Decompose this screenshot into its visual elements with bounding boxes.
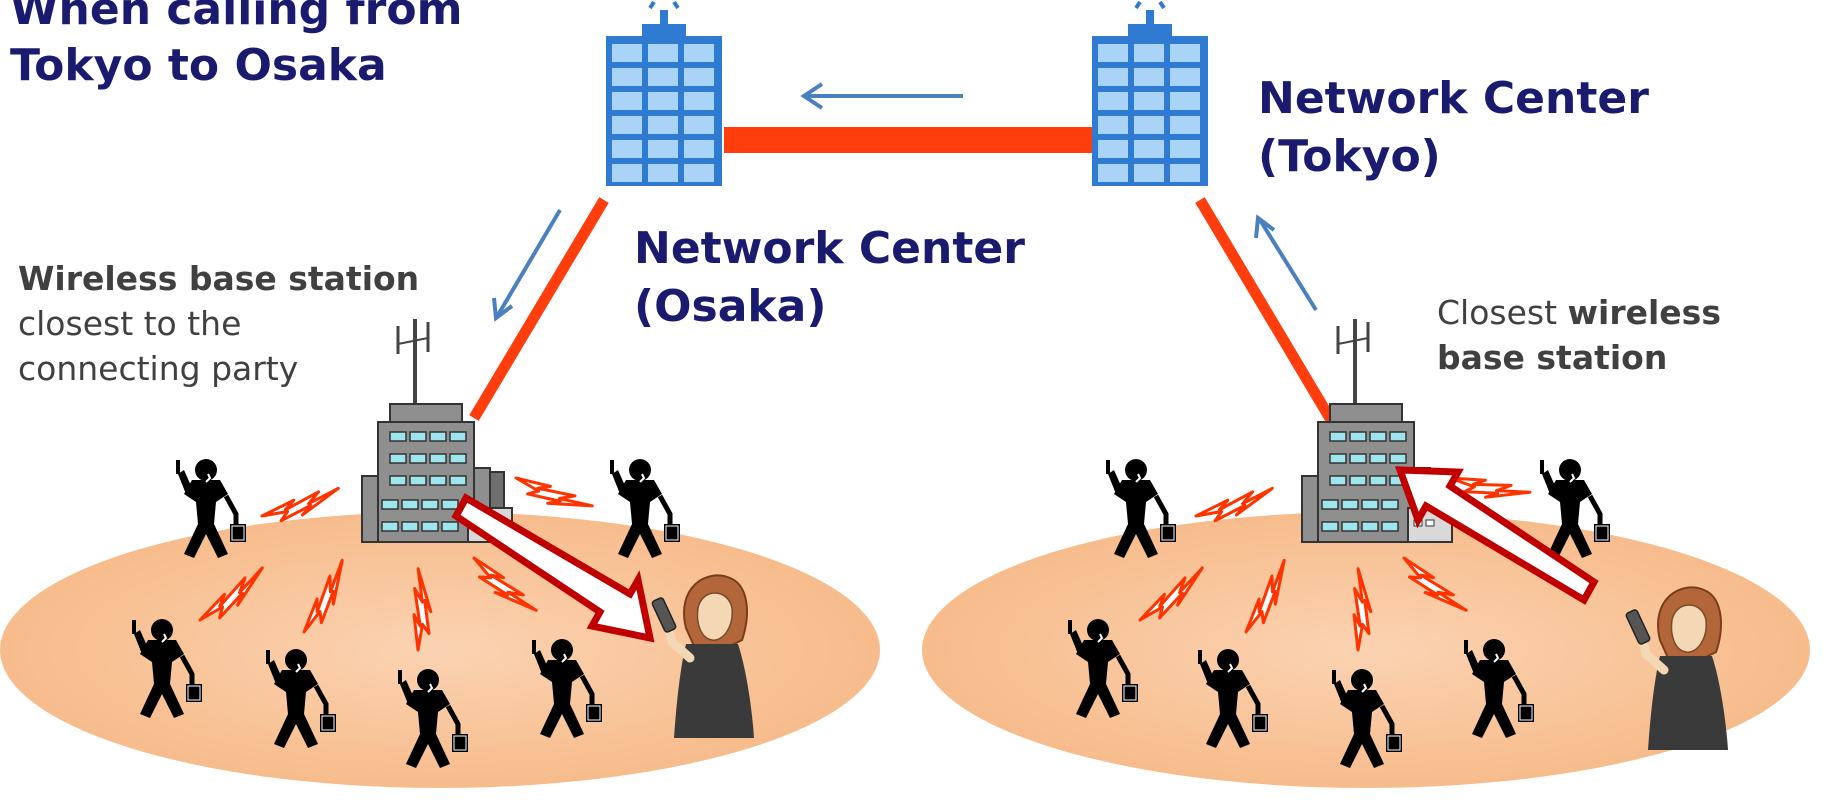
call-arrow-from-caller — [1394, 466, 1599, 605]
flow-arrow-to-osaka — [800, 82, 963, 110]
network-center-tokyo-icon — [1090, 0, 1210, 188]
caption-right-bold-2: base station — [1437, 338, 1668, 377]
caption-right-plain: Closest — [1437, 293, 1568, 332]
flow-arrow-up-from-base — [1254, 214, 1318, 312]
caption-left-line-3: connecting party — [18, 349, 299, 388]
call-arrow-to-receiver — [451, 493, 655, 643]
caption-right-bold-1: wireless — [1567, 293, 1721, 332]
nc-tokyo-line-1: Network Center — [1258, 73, 1649, 124]
caption-left-bold: Wireless base station — [18, 259, 420, 298]
ground-osaka — [0, 512, 880, 788]
nc-osaka-line-2: (Osaka) — [634, 281, 827, 332]
link-osaka-base — [469, 197, 609, 421]
network-center-osaka-label: Network Center (Osaka) — [634, 220, 1025, 336]
network-center-osaka-icon — [604, 0, 724, 188]
osaka-base-station-caption: Wireless base station closest to the con… — [18, 256, 419, 391]
flow-arrow-down-to-base — [492, 208, 562, 322]
title-line-1: When calling from — [10, 0, 463, 35]
tokyo-base-station-caption: Closest wireless base station — [1437, 290, 1721, 380]
network-center-tokyo-label: Network Center (Tokyo) — [1258, 70, 1649, 186]
nc-tokyo-line-2: (Tokyo) — [1258, 131, 1441, 182]
nc-osaka-line-1: Network Center — [634, 223, 1025, 274]
diagram-title: When calling from Tokyo to Osaka — [10, 0, 530, 94]
link-tokyo-base — [1195, 197, 1336, 423]
caption-left-line-2: closest to the — [18, 304, 242, 343]
title-line-2: Tokyo to Osaka — [10, 40, 387, 91]
